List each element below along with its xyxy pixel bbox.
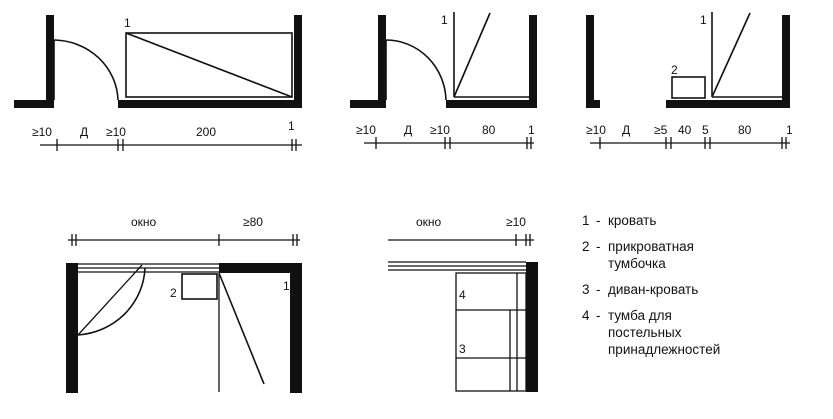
bed-diagonal [711, 12, 751, 98]
dim-door: Д [80, 125, 88, 139]
nightstand [671, 76, 706, 99]
wall [529, 15, 537, 108]
door-swing [77, 267, 146, 336]
legend-item: 3 - диван-кровать [582, 281, 822, 298]
dim-ref-1: 1 [528, 123, 535, 137]
legend-item: 4 - тумба для постельных принадлежностей [582, 307, 822, 358]
dim-ge10: ≥10 [32, 125, 52, 139]
dim-width-80: 80 [482, 123, 496, 137]
marker-1: 1 [441, 13, 448, 27]
wall [14, 100, 54, 108]
marker-1: 1 [124, 16, 131, 30]
dim-ge80: ≥80 [243, 215, 263, 229]
bed [125, 32, 293, 98]
dim-width-40: 40 [678, 123, 692, 137]
dim-ge10: ≥10 [430, 123, 450, 137]
bed-diagonal [125, 32, 293, 98]
wall [446, 100, 537, 108]
legend-text: тумба для постельных принадлежностей [608, 308, 721, 357]
wall [594, 100, 600, 108]
wall [782, 15, 790, 108]
legend-text: диван-кровать [608, 282, 699, 297]
marker-4: 4 [459, 288, 466, 302]
plan-bed-by-window: окно ≥80 2 1 [66, 215, 302, 393]
legend-dash: - [596, 239, 601, 254]
legend-dash: - [596, 308, 601, 323]
legend-dash: - [596, 282, 601, 297]
dim-door: Д [622, 123, 630, 137]
bed-diagonal [218, 272, 265, 385]
dim-bed-length: 200 [196, 125, 216, 139]
dim-window: окно [131, 215, 157, 229]
wall [118, 100, 302, 108]
wall [294, 15, 302, 108]
wall [46, 15, 54, 108]
legend-key: 2 [582, 239, 590, 254]
wall [290, 263, 302, 393]
dim-window: окно [416, 215, 442, 229]
window-sash [77, 264, 143, 336]
wall [666, 100, 790, 108]
wall [350, 100, 386, 108]
dim-ref-1: 1 [288, 119, 295, 133]
legend-key: 3 [582, 282, 590, 297]
wall [378, 15, 386, 108]
dim-ge10: ≥10 [586, 123, 606, 137]
marker-1: 1 [283, 279, 290, 293]
legend-text: кровать [608, 213, 657, 228]
plan-bed-with-nightstand: 2 1 ≥10 Д ≥5 40 5 80 1 [586, 12, 793, 149]
wall [219, 263, 302, 273]
legend-key: 4 [582, 308, 590, 323]
legend-key: 1 [582, 213, 590, 228]
dim-ge10: ≥10 [106, 125, 126, 139]
marker-2: 2 [170, 286, 177, 300]
plan-bed-crosswise: 1 ≥10 Д ≥10 80 1 [350, 12, 537, 149]
door-swing [385, 39, 447, 101]
nightstand [181, 273, 218, 300]
legend-item: 1 - кровать [582, 212, 822, 229]
plan-bed-lengthwise: 1 ≥10 Д ≥10 200 1 [14, 15, 302, 151]
legend-dash: - [596, 213, 601, 228]
dim-ref-1: 1 [786, 123, 793, 137]
dim-5: 5 [702, 123, 709, 137]
plan-sofa-bed: окно ≥10 4 3 [388, 215, 538, 392]
marker-3: 3 [459, 342, 466, 356]
legend: 1 - кровать 2 - прикроватная тумбочка 3 … [582, 212, 822, 367]
door-swing [53, 39, 119, 101]
bed-diagonal [453, 12, 491, 98]
sofa-bed [455, 272, 527, 392]
legend-text: прикроватная тумбочка [608, 239, 694, 271]
marker-2: 2 [671, 63, 678, 77]
dim-ge10: ≥10 [356, 123, 376, 137]
wall [66, 263, 78, 393]
wall [586, 15, 594, 108]
dim-ge10: ≥10 [506, 215, 526, 229]
legend-item: 2 - прикроватная тумбочка [582, 238, 822, 272]
dim-door: Д [404, 123, 412, 137]
marker-1: 1 [700, 13, 707, 27]
dim-ge5: ≥5 [654, 123, 668, 137]
dim-width-80: 80 [738, 123, 752, 137]
wall [526, 262, 538, 392]
